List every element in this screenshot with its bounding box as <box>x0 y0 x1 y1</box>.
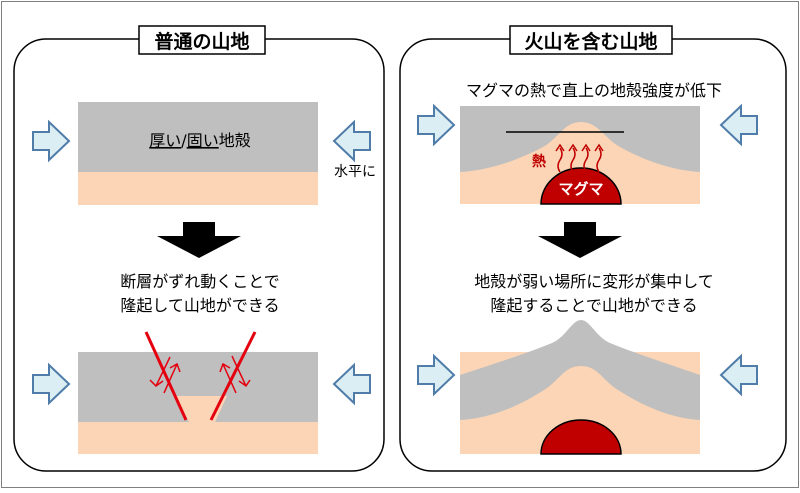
down-arrow-icon <box>157 222 241 258</box>
magma-label: マグマ <box>558 180 603 198</box>
slip-arrow-right-up-icon <box>219 362 237 394</box>
left-panel-title-box <box>138 25 266 55</box>
hard-label: 固い <box>187 131 219 150</box>
right-top-caption: マグマの熱で直上の地殻強度が低下 <box>466 81 722 100</box>
left-caption-line2: 隆起して山地ができる <box>120 296 279 315</box>
compression-arrow-right-bottom2-icon <box>417 355 455 395</box>
right-panel-title-box <box>509 25 673 55</box>
left-panel-title: 普通の山地 <box>154 30 249 53</box>
slash-label: / <box>181 131 187 150</box>
magma-chamber-bottom <box>540 419 622 455</box>
heat-arrows-icon <box>555 143 604 173</box>
compression-arrow-right-icon <box>32 121 70 161</box>
left-lower-layer-bottom <box>78 422 318 454</box>
crust-label: 地殻 <box>219 131 251 150</box>
right-crust-bottom <box>460 320 700 420</box>
thick-label: 厚い <box>149 131 181 150</box>
slip-arrow-left-down-icon <box>149 356 171 387</box>
left-crust-top <box>78 102 318 172</box>
right-crust-top <box>460 106 700 172</box>
right-panel-title: 火山を含む山地 <box>524 30 657 53</box>
compression-arrow-right-top-icon <box>417 105 455 145</box>
right-caption-line2: 隆起することで山地ができる <box>490 296 697 315</box>
compression-arrow-left-bottom-icon <box>333 364 371 404</box>
compression-arrow-right-bottom-icon <box>32 364 70 404</box>
compression-arrow-left-top-icon <box>720 105 758 145</box>
fault-line-left <box>144 331 188 421</box>
down-arrow-right-icon <box>538 222 622 258</box>
fault-line-right <box>209 331 257 421</box>
slip-arrow-right-down-icon <box>231 355 251 388</box>
left-crust-label: 厚い/固い地殻 <box>149 131 250 150</box>
slip-arrow-left-up-icon <box>163 362 181 394</box>
right-caption-line1: 地殻が弱い場所に変形が集中して <box>474 272 714 291</box>
uplifted-block <box>146 352 250 396</box>
compression-arrow-left-icon <box>333 121 371 161</box>
compression-arrow-left-bottom2-icon <box>720 355 758 395</box>
heat-label: 熱 <box>532 153 546 170</box>
horizontal-note: 水平に <box>334 164 376 180</box>
right-panel: 火山を含む山地 マグマの熱で直上の地殻強度が低下 マグマ 熱 地殻が弱い場所に変… <box>399 25 787 472</box>
left-caption-line1: 断層がずれ動くことで <box>120 272 280 291</box>
left-lower-layer-top <box>78 172 318 205</box>
left-panel: 普通の山地 厚い/固い地殻 水平に 断層がずれ動くことで 隆起して山地ができる <box>13 25 385 472</box>
